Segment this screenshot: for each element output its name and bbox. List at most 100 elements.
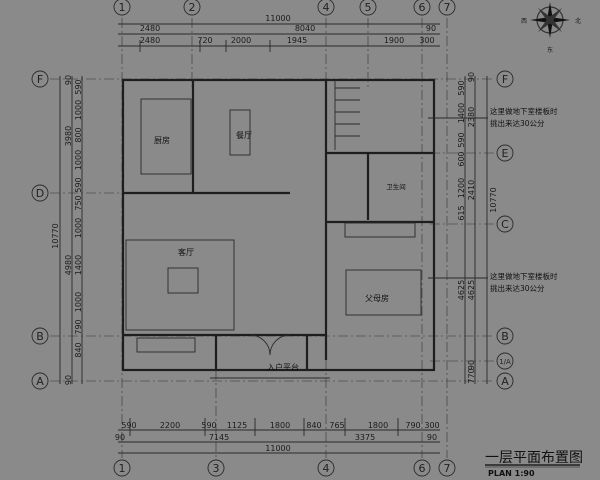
room-label-bathroom: 卫生间 <box>386 182 406 191</box>
dimension-text: 750 <box>74 195 83 210</box>
dimension-text: 11000 <box>265 444 290 453</box>
dimension-text: 7145 <box>209 433 229 442</box>
dimension-text: 2480 <box>140 24 160 33</box>
dimension-text: 8040 <box>295 24 315 33</box>
dimension-text: 1000 <box>74 100 83 120</box>
dimension-text: 1200 <box>457 178 466 198</box>
dimension-text: 4625 <box>467 280 476 300</box>
dimension-text: 590 <box>121 421 136 430</box>
drawing-scale: PLAN 1:90 <box>488 469 535 478</box>
dimension-text: 615 <box>457 205 466 220</box>
grid-lines <box>50 18 495 458</box>
axis-label: 1 <box>119 1 126 14</box>
room-label-living: 客厅 <box>178 247 194 257</box>
dimension-text: 2410 <box>467 180 476 200</box>
room-label-parents-room: 父母房 <box>365 293 389 303</box>
dimension-text: 590 <box>457 132 466 147</box>
dimension-text: 590 <box>74 79 83 94</box>
dimension-text: 765 <box>329 421 344 430</box>
axis-label: 5 <box>365 1 372 14</box>
dimension-text: 840 <box>306 421 321 430</box>
dimension-text: 90 <box>115 433 125 442</box>
dimension-text: 90 <box>426 24 436 33</box>
note-text: 挑出来达30公分 <box>490 118 545 128</box>
dimension-text: 300 <box>419 36 434 45</box>
note-upper: 这里做地下室楼板时 挑出来达30公分 <box>428 106 558 128</box>
dimension-text: 800 <box>74 127 83 142</box>
axis-label: E <box>502 147 509 160</box>
dimension-text: 300 <box>424 421 439 430</box>
dimension-text: 2480 <box>140 36 160 45</box>
dimension-text: 590 <box>201 421 216 430</box>
room-label-kitchen: 厨房 <box>154 135 170 145</box>
dimension-text: 1800 <box>270 421 290 430</box>
dimension-text: 720 <box>197 36 212 45</box>
dimension-text: 90 <box>64 375 73 385</box>
dimension-text: 1000 <box>74 150 83 170</box>
dimension-text: 90 <box>64 75 73 85</box>
axis-bubbles-right: F E C B 1/A A <box>496 70 514 390</box>
dimension-text: 790 <box>74 319 83 334</box>
dimension-text: 90 <box>467 72 476 82</box>
axis-label: D <box>36 187 44 200</box>
dimension-lines <box>59 23 488 454</box>
axis-label: 6 <box>419 1 426 14</box>
axis-bubbles-top: 1 2 4 5 6 7 <box>113 0 456 16</box>
axis-label: 3 <box>213 462 220 475</box>
dimension-text: 1900 <box>384 36 404 45</box>
dimension-text: 790 <box>405 421 420 430</box>
axis-label: 4 <box>323 462 330 475</box>
dimension-text: 1400 <box>74 255 83 275</box>
dimension-text: 3980 <box>64 126 73 146</box>
axis-label: 7 <box>444 462 451 475</box>
axis-bubbles-left: F D B A <box>31 70 49 390</box>
axis-label: 1 <box>119 462 126 475</box>
axis-label: 2 <box>189 1 196 14</box>
axis-label: 7 <box>444 1 451 14</box>
dimension-text: 4625 <box>457 280 466 300</box>
dimension-text: 590 <box>74 177 83 192</box>
note-lower: 这里做地下室楼板时 挑出来达30公分 <box>428 271 558 293</box>
dimension-text: 2200 <box>160 421 180 430</box>
note-text: 这里做地下室楼板时 <box>490 106 558 116</box>
dimension-text: 11000 <box>265 14 290 23</box>
dimension-text: 1000 <box>74 292 83 312</box>
axis-label: F <box>37 73 43 86</box>
dimension-text: 1945 <box>287 36 307 45</box>
axis-label: 6 <box>419 462 426 475</box>
dimension-text: 90 <box>467 360 476 370</box>
dimension-text: 2380 <box>467 107 476 127</box>
axis-bubbles-bottom: 1 3 4 6 7 <box>113 459 456 477</box>
interior-details <box>125 80 422 379</box>
dimension-text: 600 <box>457 151 466 166</box>
dimension-text: 4980 <box>64 255 73 275</box>
axis-label: B <box>36 330 44 343</box>
dimension-text: 590 <box>457 80 466 95</box>
drawing-title: 一层平面布置图 <box>485 450 583 466</box>
dimension-text: 1125 <box>227 421 247 430</box>
walls <box>121 78 436 372</box>
svg-text:东: 东 <box>547 46 553 54</box>
room-label-dining: 餐厅 <box>236 131 252 140</box>
svg-text:西: 西 <box>521 18 527 25</box>
dimension-text: 770 <box>467 368 476 383</box>
dimension-text: 840 <box>74 342 83 357</box>
compass-icon: 西 北 东 <box>521 2 581 54</box>
dimension-text: 90 <box>427 433 437 442</box>
axis-label: F <box>502 73 508 86</box>
axis-label: A <box>501 375 509 388</box>
axis-label: B <box>501 330 509 343</box>
axis-label: 1/A <box>499 358 511 366</box>
dimension-text: 1800 <box>368 421 388 430</box>
dimension-text: 1000 <box>74 218 83 238</box>
axis-label: 4 <box>323 1 330 14</box>
dimension-text: 2000 <box>231 36 251 45</box>
svg-text:北: 北 <box>575 17 581 25</box>
dimension-text: 10770 <box>489 187 498 212</box>
axis-label: A <box>36 375 44 388</box>
dimension-text: 1400 <box>457 103 466 123</box>
axis-label: C <box>501 218 509 231</box>
dimension-text: 3375 <box>355 433 375 442</box>
dimension-text: 10770 <box>51 223 60 248</box>
